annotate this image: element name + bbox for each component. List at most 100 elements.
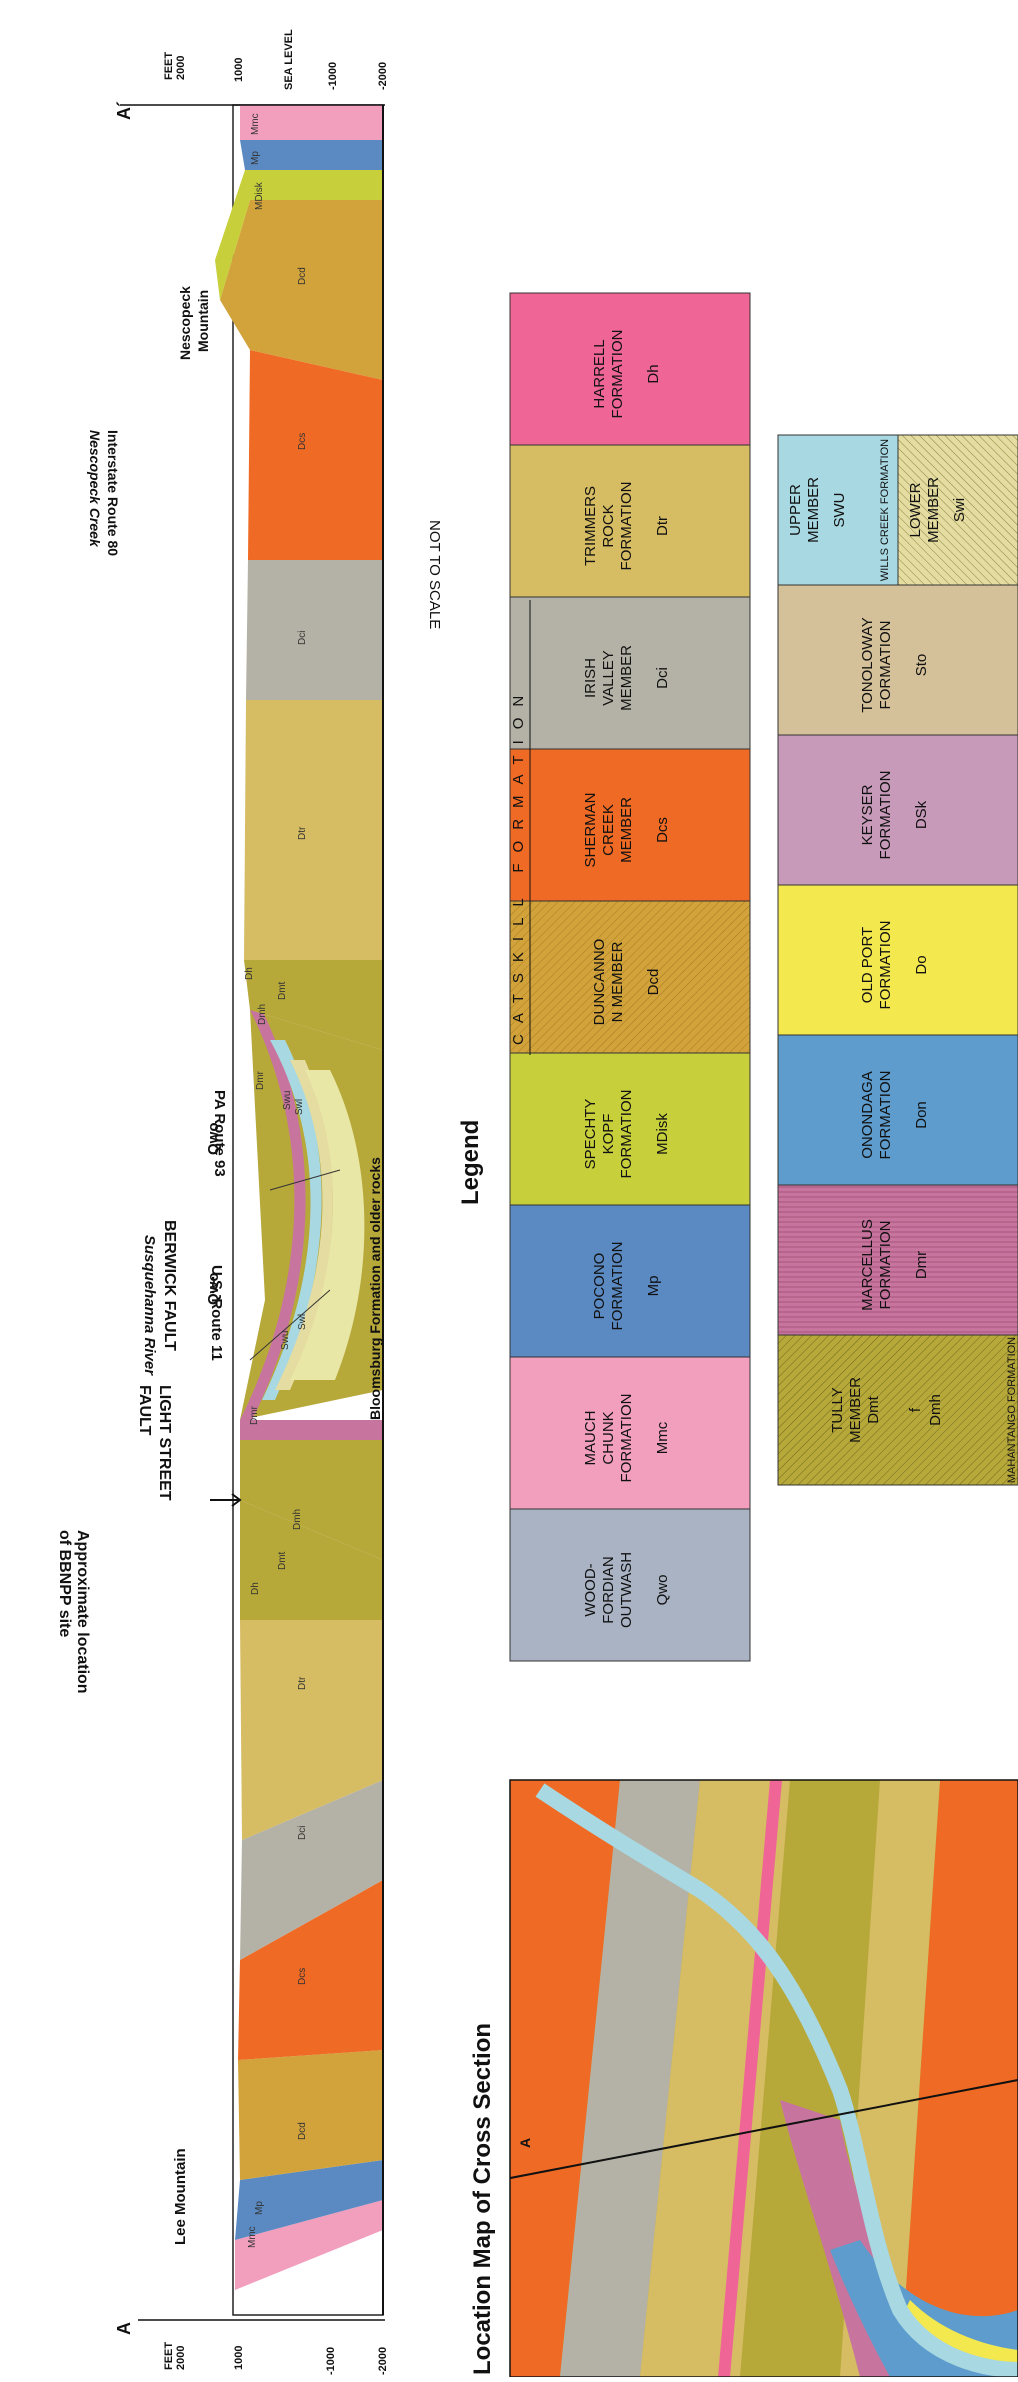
light-street-fault [249,1289,331,1361]
scale-right-2000: 2000 [175,56,187,80]
label-lee-mountain: Lee Mountain [172,2148,189,2245]
cross-section [210,104,384,2316]
band-dh-left [240,1500,383,1620]
legend-row1-label-3-0: SPECHTY [582,1099,599,1170]
legend-row1-code-3: MDisk [654,1113,671,1155]
scale-left: A FEET 2000 1000 -1000 -2000 [114,2319,389,2375]
legend-row1-code-5: Dcs [654,817,671,843]
legend-row1-label-0-1: FORDIAN [600,1556,617,1624]
map-river [535,1783,1018,2377]
legend-tully-label-2: Dmt [865,1395,882,1423]
legend-row1-label-6-2: MEMBER [618,645,635,711]
label-bbnpp-2: of BBNPP site [56,1530,73,1637]
legend-row1-swatch-7 [509,444,751,598]
legend-row1-swatch-5 [509,748,751,902]
band-dmh-right [244,960,383,1050]
legend-row2-swatch-3 [777,734,1018,886]
legend-row2-label-2-1: FORMATION [877,921,894,1010]
legend-row1-label-2-1: FORMATION [609,1242,626,1331]
legend-row1-swatch-3 [509,1052,751,1206]
catskill-label: CATSKILL FORMATION [510,685,527,1045]
label-qwo-2: Qwo [205,1123,222,1156]
location-map-title: Location Map of Cross Section [469,2023,496,2375]
band-mdisk-right [215,170,383,300]
legend-row1-label-5-2: MEMBER [618,797,635,863]
legend-row1-label-0-0: WOOD- [582,1563,599,1616]
label-nescopeck-mtn-1: Nescopeck [177,286,193,360]
legend-row1-label-6-1: VALLEY [600,650,617,706]
legend-row1-swatch-2 [509,1204,751,1358]
legend-wills-lower-swatch [897,434,1018,586]
endpoint-left: A [114,2322,134,2335]
unit-mmc-l: Mmc [247,2226,258,2248]
label-not-to-scale: NOT TO SCALE [426,520,443,629]
legend-wills-lower-label-1: MEMBER [925,477,942,543]
legend-tully-label-0: TULLY [829,1387,846,1433]
legend-row2-swatch-4 [777,584,1018,736]
unit-dmh-l: Dmh [292,1509,303,1530]
unit-swu-l: Swu [280,1331,291,1350]
unit-dmt-r: Dmt [277,981,288,1000]
legend-row2-code-2: Do [913,955,930,974]
legend-row2-label-2-0: OLD PORT [859,927,876,1003]
unit-dmh-r: Dmh [257,1004,268,1025]
legend-row2-label-1-1: FORMATION [877,1071,894,1160]
label-interstate-80: Interstate Route 80 [105,430,121,556]
legend-row1-label-3-1: KOPF [600,1114,617,1155]
legend-row2-label-0-0: MARCELLUS [859,1219,876,1311]
berwick-fault [269,1169,341,1191]
band-dcd-left [238,2050,383,2180]
scale-right-1000: 1000 [233,58,245,82]
legend-row1-code-0: Qwo [654,1575,671,1606]
label-light-street-2: FAULT [136,1385,153,1436]
legend-row2-label-0-1: FORMATION [877,1221,894,1310]
band-dmt-left [240,1430,383,1560]
legend-row1-code-4: Dcd [645,969,662,996]
unit-dci-l: Dci [297,1826,308,1840]
scale-right-neg2000: -2000 [377,62,389,90]
section-unit-labels: Mmc Mp Dcd Dcs Dci Dtr Dh Dmt Dmh Dmr Sw… [244,113,308,2248]
label-bloomsburg: Bloomsburg Formation and older rocks [367,1157,383,1420]
band-dcs-left [238,1880,383,2060]
legend-row2-label-4-0: TONOLOWAY [859,617,876,713]
legend-row1-label-0-2: OUTWASH [618,1552,635,1628]
legend-row1-label-2-0: POCONO [591,1253,608,1320]
unit-dtr-r: Dtr [297,826,308,840]
unit-dcs-r: Dcs [297,433,308,450]
legend-tully-sub: f [907,1407,924,1412]
band-mmc-left [235,2200,383,2290]
legend-row2-label-3-0: KEYSER [859,784,876,845]
label-susquehanna: Susquehanna River [141,1235,158,1376]
band-dcd-right [220,200,383,380]
mahantango-label: MAHANTANGO FORMATION [1006,1337,1018,1483]
map-pink-line [718,1780,782,2377]
feature-labels: Lee Mountain Approximate location of BBN… [56,286,443,2245]
scale-right-neg1000: -1000 [327,62,339,90]
legend-row1-swatch-8 [509,292,751,446]
anticline-bloomsburg [290,1070,365,1380]
unit-mp-r: Mp [250,151,261,165]
label-nescopeck-creek: Nescopeck Creek [87,430,103,548]
band-dci-left [240,1780,383,1960]
legend-row1-code-2: Mp [645,1276,662,1297]
legend-row1-swatch-6 [509,596,751,750]
legend-tully-label-1: MEMBER [847,1377,864,1443]
unit-dmr-l: Dmr [249,1405,260,1425]
label-light-street-1: LIGHT STREET [156,1385,173,1501]
legend-row2-swatch-2 [777,884,1018,1036]
legend-row1-swatch-4 [509,900,751,1054]
legend-row2-swatch-0 [777,1184,1018,1336]
scale-left-unit: FEET [163,2342,175,2370]
band-dci-right [246,560,383,700]
legend-row2-label-3-1: FORMATION [877,771,894,860]
unit-dmt-l: Dmt [277,1551,288,1570]
map-section-line [510,2079,1018,2180]
map-gray-band [560,1780,700,2377]
location-map: A [510,1780,1018,2377]
legend-row1-label-1-0: MAUCH [582,1411,599,1466]
legend-row1-label-4-1: N MEMBER [609,941,626,1022]
unit-dtr-l: Dtr [297,1676,308,1690]
label-pa-route-93: PA Route 93 [211,1090,228,1177]
